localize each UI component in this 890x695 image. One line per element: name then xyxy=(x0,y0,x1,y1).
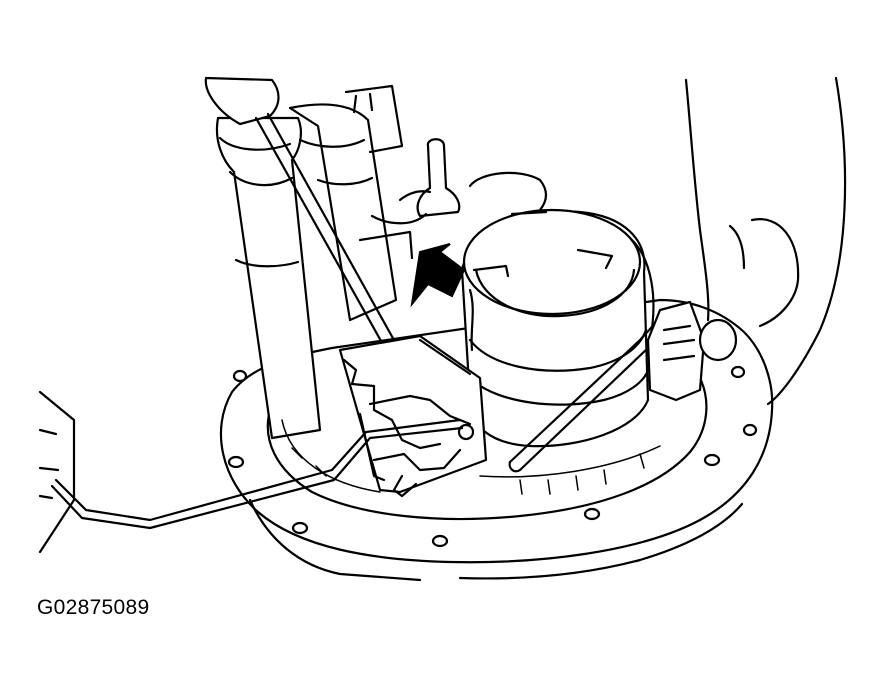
pump-guide-column-2 xyxy=(288,84,428,322)
wiring-harness xyxy=(50,418,464,530)
fuel-pump-body xyxy=(460,208,655,448)
left-body-panel xyxy=(38,390,76,554)
screwdriver xyxy=(204,76,422,398)
fuel-outlet-pipe xyxy=(398,138,548,218)
pump-connector-clip xyxy=(338,334,488,498)
flange-inner-details xyxy=(281,419,661,495)
pump-guide-column xyxy=(215,116,322,440)
figure-id-label: G02875089 xyxy=(37,596,150,619)
hand-right xyxy=(684,76,847,406)
right-connector xyxy=(646,300,738,402)
direction-arrow xyxy=(410,243,466,308)
